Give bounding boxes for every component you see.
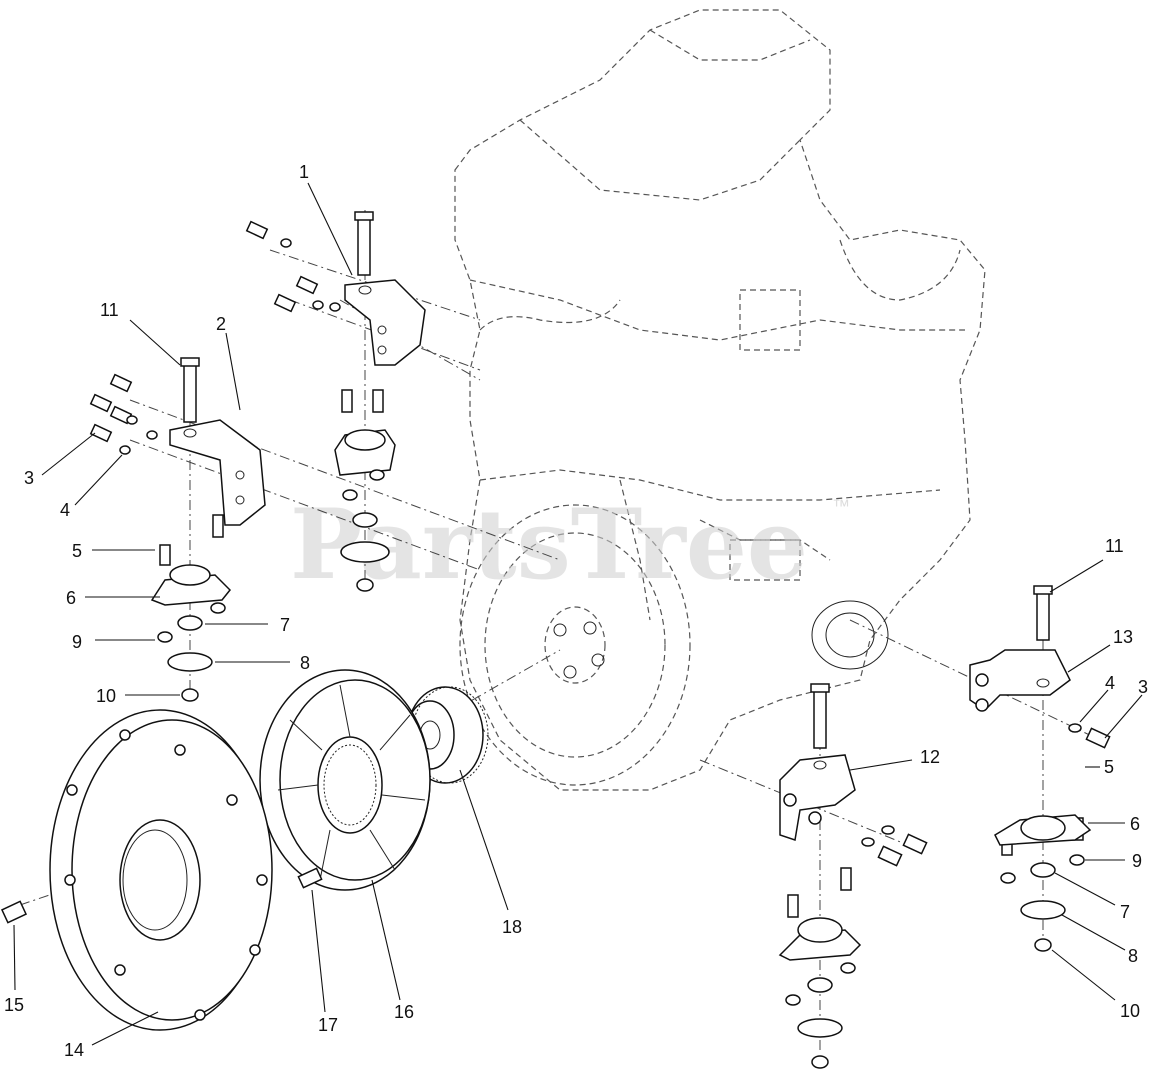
isolator-mount-right [994,814,1092,952]
callout-leaders [13,182,1143,1046]
callout-11-right: 11 [1105,536,1124,556]
callout-4-right: 4 [1105,673,1115,693]
flex-plate [259,669,431,891]
isolator-mount-front [334,389,396,592]
callout-9-left: 9 [72,632,82,652]
callout-9-right: 9 [1132,851,1142,871]
callout-15: 15 [4,995,24,1015]
flywheel-housing-plate [0,709,273,1031]
callout-6-left: 6 [66,588,76,608]
callout-3-right: 3 [1138,677,1148,697]
engine-mount-bracket-left [169,357,266,526]
callout-3-left: 3 [24,468,34,488]
engine-mount-bracket-rear [779,683,928,867]
callout-11-left: 11 [100,300,119,320]
watermark-trademark: ™ [832,496,850,516]
callout-2: 2 [216,314,226,334]
callout-13: 13 [1113,627,1133,647]
callout-7-right: 7 [1120,902,1130,922]
callout-5-left: 5 [72,541,82,561]
callout-7-left: 7 [280,615,290,635]
engine-mount-bracket-front [344,211,426,366]
callout-18: 18 [502,917,522,937]
bolt-set-front [245,220,341,313]
callout-8-right: 8 [1128,946,1138,966]
callout-1: 1 [299,162,309,182]
callout-17: 17 [318,1015,338,1035]
callout-16: 16 [394,1002,414,1022]
callout-6-right: 6 [1130,814,1140,834]
callout-8-left: 8 [300,653,310,673]
callout-10-left: 10 [96,686,116,706]
engine-outline [454,9,986,791]
callout-4-left: 4 [60,500,70,520]
callout-10-right: 10 [1120,1001,1140,1021]
drive-coupling-hub [405,686,489,784]
bolt-set-left [89,373,158,455]
callout-labels: 1 2 3 4 5 6 7 8 9 10 11 11 13 4 3 12 5 6… [4,162,1148,1060]
engine-mount-bracket-right [969,585,1111,749]
callout-5-right: 5 [1104,757,1114,777]
callout-14: 14 [64,1040,84,1060]
isolator-mount-rear [778,867,862,1069]
isolator-mount-left [150,514,232,702]
callout-12: 12 [920,747,940,767]
